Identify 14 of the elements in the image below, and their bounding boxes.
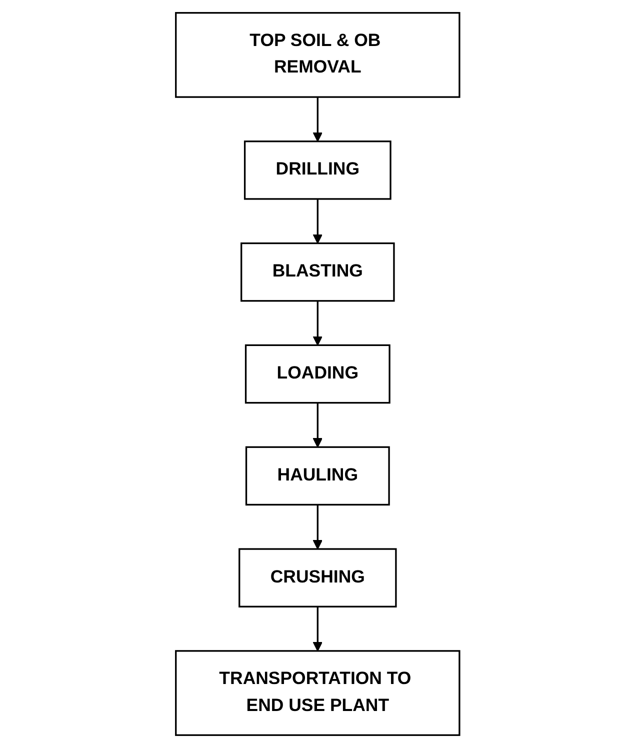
node-box bbox=[174, 650, 460, 736]
node-box bbox=[240, 242, 395, 302]
node-box bbox=[244, 344, 390, 404]
node-box bbox=[244, 140, 392, 200]
arrow bbox=[312, 300, 322, 346]
arrow bbox=[312, 402, 322, 448]
arrow bbox=[312, 198, 322, 244]
arrow bbox=[312, 96, 322, 142]
node-box bbox=[245, 446, 390, 506]
node-box bbox=[238, 548, 397, 607]
node-box bbox=[174, 12, 460, 98]
flowchart: TOP SOIL & OB REMOVAL DRILLING BLASTING LOADING HAULING CRUSHING TRANSPORTATION TO END USE PLANT bbox=[166, 4, 468, 744]
arrow bbox=[312, 606, 322, 651]
arrow bbox=[312, 504, 322, 549]
